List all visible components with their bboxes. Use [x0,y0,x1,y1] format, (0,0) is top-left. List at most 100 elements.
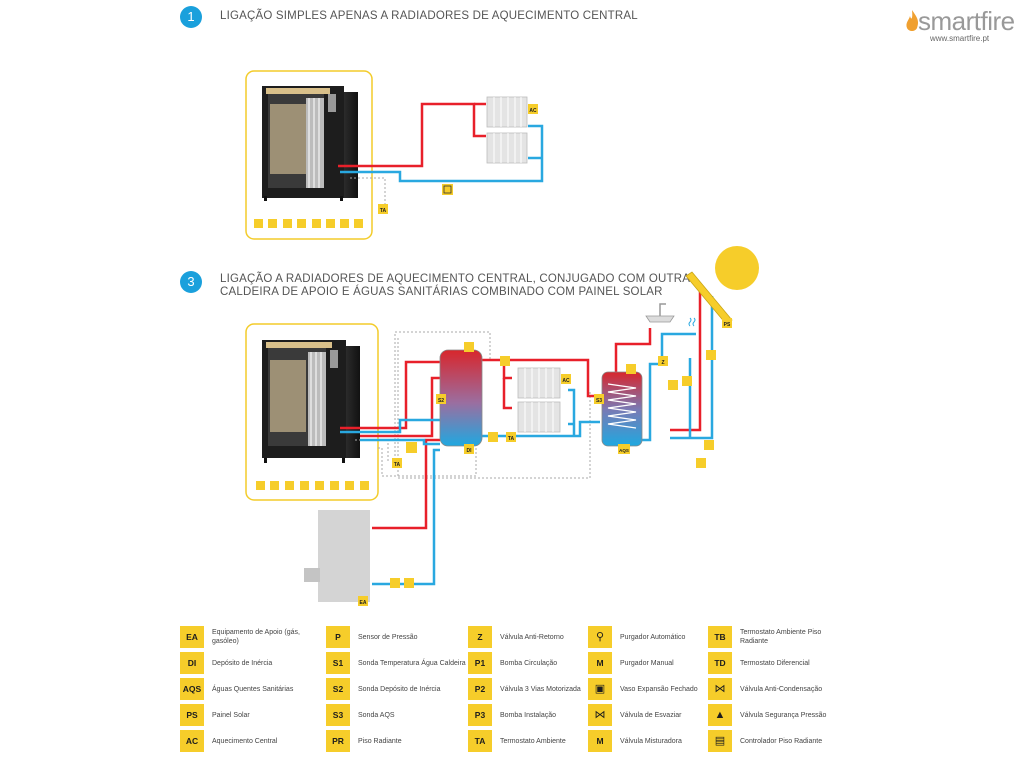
legend-key: P2 [468,678,492,700]
s3-tag [594,394,604,404]
brand-logo: smartfire www.smartfire.pt [900,4,1020,44]
section-3-title-line2: CALDEIRA DE APOIO E ÁGUAS SANITÁRIAS COM… [220,286,663,298]
expansion-vessel-tag-1 [442,184,453,195]
brand-name: smartfire [918,6,1015,36]
backup-boiler [304,510,370,602]
legend-key: S2 [326,678,350,700]
legend-key: AQS [180,678,204,700]
legend-label: Termostato Ambiente [500,737,566,745]
p2-tag-solar [706,350,716,360]
check-valve-tag-ea [404,578,414,588]
legend-label: Sensor de Pressão [358,633,418,641]
sink [645,303,675,323]
flame-icon [906,10,919,31]
p3-tag-3 [488,432,498,442]
p1-tag-3 [500,356,510,366]
legend-label: Termostato Diferencial [740,659,810,667]
floor-heating-controller-icon: ▤ [708,730,732,752]
ac-tag-1 [528,104,538,114]
boiler-components-row-1 [254,219,363,228]
s2-tag-label: S2 [438,398,444,404]
aqs-tag [618,444,630,454]
radiator-3a [517,367,561,399]
purger-tag-aqs [626,364,636,374]
ta-tag-3b [506,432,516,442]
legend-label: Piso Radiante [358,737,402,745]
ta-tag-1-label: TA [380,208,387,214]
installation-diagram: AC TA [245,70,759,606]
safety-valve-tag [668,380,678,390]
mixer-tag [682,376,692,386]
legend-key: PS [180,704,204,726]
legend-label: Purgador Manual [620,659,674,667]
legend-label: Controlador Piso Radiante [740,737,823,745]
ta-tag-3 [392,458,402,468]
legend-key: TB [708,626,732,648]
legend-key: PR [326,730,350,752]
ps-tag-label: PS [724,322,731,328]
mixing-valve-icon: M [588,730,612,752]
ta-tag-3b-label: TA [508,436,515,442]
legend-label: Válvula de Esvaziar [620,711,682,719]
ea-tag [358,596,368,606]
ea-tag-label: EA [360,600,367,606]
legend-key: EA [180,626,204,648]
aqs-tag-label: AQS [619,448,629,453]
purger-tag-di [464,342,474,352]
legend-key: AC [180,730,204,752]
legend-key: P3 [468,704,492,726]
legend-label: Purgador Automático [620,633,686,641]
s2-tag [436,394,446,404]
pellet-boiler-1 [262,86,358,201]
legend-key: S1 [326,652,350,674]
aqs-tank [601,371,643,447]
s3-tag-label: S3 [596,398,602,404]
legend-label: Sonda AQS [358,711,395,719]
legend-label: Válvula Anti-Retorno [500,633,564,641]
ac-tag-1-label: AC [529,108,537,114]
expansion-vessel-tag-3 [406,442,417,453]
legend-key: P1 [468,652,492,674]
ta-tag-1 [378,204,388,214]
vessel-tag-solar [696,458,706,468]
radiator-1a [486,96,528,128]
legend-label: Sonda Temperatura Água Caldeira [358,659,466,667]
legend-key: TD [708,652,732,674]
legend-key: P [326,626,350,648]
ac-tag-3 [561,374,571,384]
legend-label: Depósito de Inércia [212,659,273,667]
legend-label: Equipamento de Apoio (gás, gasóleo) [212,629,300,645]
legend: EA Equipamento de Apoio (gás, gasóleo) DI… [180,626,830,756]
p1-tag-ea [390,578,400,588]
brand-url: www.smartfire.pt [930,34,990,43]
legend-label: Bomba Instalação [500,711,557,719]
ta-tag-3-label: TA [394,462,401,468]
legend-label: Válvula Segurança Pressão [740,711,827,719]
legend-key: Z [468,626,492,648]
pellet-boiler-3 [262,340,360,463]
z-tag [658,356,668,366]
legend-label: Aquecimento Central [212,737,278,745]
z-tag-label: Z [661,360,664,366]
legend-label: Termostato Ambiente Piso Radiante [740,629,822,645]
drain-valve-icon: ⋈ [588,704,612,726]
legend-key: DI [180,652,204,674]
radiator-1b [486,132,528,164]
di-tag-label: DI [467,448,473,454]
hot-water-waves [688,317,696,327]
ac-tag-3-label: AC [562,378,570,384]
radiator-3b [517,401,561,433]
legend-label: Águas Quentes Sanitárias [212,685,294,693]
pressure-safety-valve-icon: ▲ [708,704,732,726]
legend-label: Válvula Misturadora [620,737,682,745]
sun-icon [715,246,759,290]
anti-condensation-valve-icon: ⋈ [708,678,732,700]
section-3-number: 3 [180,271,202,293]
legend-label: Bomba Circulação [500,659,558,667]
legend-key: TA [468,730,492,752]
drain-tag-solar [704,440,714,450]
section-1-title: LIGAÇÃO SIMPLES APENAS A RADIADORES DE A… [220,10,638,22]
legend-label: Válvula Anti-Condensação [740,685,823,693]
ps-tag [722,318,732,328]
section-3-title-line1: LIGAÇÃO A RADIADORES DE AQUECIMENTO CENT… [220,273,691,285]
